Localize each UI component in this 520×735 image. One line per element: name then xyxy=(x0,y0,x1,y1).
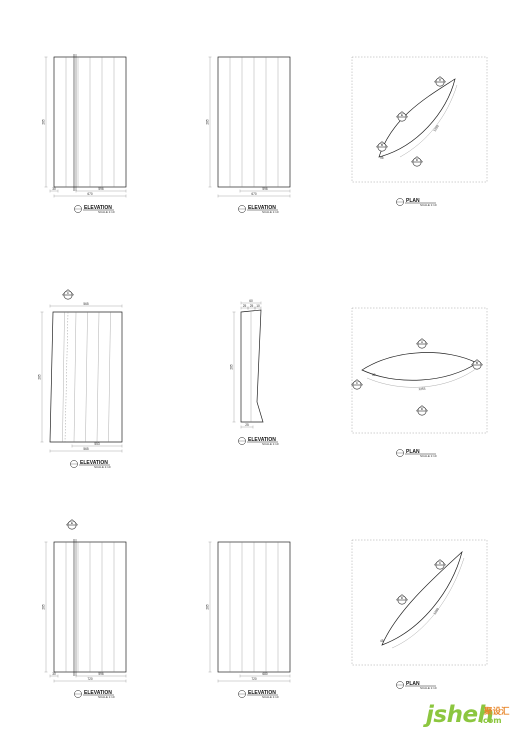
r3-elevation-a-title-block-scale: SCALE 1:10 xyxy=(98,695,115,699)
r2-section-title-block-title: ELEVATION xyxy=(248,437,276,443)
r1-elevation-a-title-block-title: ELEVATION xyxy=(84,205,112,211)
r3-elevation-b-width-dim-label: 680 xyxy=(262,672,268,676)
r2-plan-site-boundary xyxy=(351,307,488,434)
r2-elevation-a-panel-joint xyxy=(96,311,100,443)
r3-elevation-a-height-dim-label: 285 xyxy=(42,604,46,610)
r2-plan-leaf-group xyxy=(361,352,478,388)
r1-plan-ref-3-pointer xyxy=(410,155,424,163)
watermark-logo-latin: jsheh xyxy=(426,702,494,728)
r1-elevation-b-title-block-title: ELEVATION xyxy=(248,205,276,211)
r1-elevation-b-height-dim-label: 285 xyxy=(206,119,210,125)
r1-plan-title-block-title: PLAN xyxy=(406,198,420,204)
r2-elevation-a-panel-joint xyxy=(62,311,65,443)
r3-plan-site-boundary xyxy=(351,539,488,666)
r3-elevation-a-left-dim-label: 30 xyxy=(52,672,56,676)
r3-elevation-b-overall-dim-label: 720 xyxy=(251,677,257,681)
r3-plan-ref-1-label: D xyxy=(401,596,404,600)
r3-elevation-a-ref-top-pointer xyxy=(65,518,79,526)
r1-elevation-a-title-block-scale: SCALE 1:10 xyxy=(98,210,115,214)
r2-elevation-a-ref-top-pointer xyxy=(61,288,75,296)
r2-plan-ref-1-pointer xyxy=(470,358,484,366)
r3-elevation-b-height-dim-label: 285 xyxy=(206,604,210,610)
r2-plan-title-block-scale: SCALE 1:10 xyxy=(420,454,437,458)
r2-elevation-a-height-dim-label: 285 xyxy=(38,374,42,380)
r1-elevation-a-overall-dim-label: 670 xyxy=(87,192,93,196)
watermark-logo-cjk: 聚设汇 xyxy=(484,707,510,717)
r1-plan-arc-label: 1280 xyxy=(433,124,440,132)
r3-plan-ref-0-pointer xyxy=(433,558,447,566)
r3-plan-arc-label: 1280 xyxy=(433,607,440,615)
r2-section-title-block-scale: SCALE 1:10 xyxy=(262,442,279,446)
r3-plan-title-block-title: PLAN xyxy=(406,681,420,687)
r2-plan-title-block-title: PLAN xyxy=(406,449,420,455)
r1-plan-title-block-scale: SCALE 1:10 xyxy=(420,203,437,207)
r1-plan-ref-0-pointer xyxy=(433,75,447,83)
r3-plan-ref-0-label: C xyxy=(439,561,442,565)
r2-section-profile xyxy=(240,309,264,423)
r2-elevation-a-title-block-scale: SCALE 1:10 xyxy=(94,465,111,469)
r1-plan-leaf-outline xyxy=(378,78,456,158)
r3-plan-title-block-scale: SCALE 1:10 xyxy=(420,686,437,690)
r3-elevation-a-title-block-title: ELEVATION xyxy=(84,690,112,696)
r2-section-top-sub1-dim-label: 25 xyxy=(243,304,247,308)
r3-elevation-b-title-block-title: ELEVATION xyxy=(248,690,276,696)
r1-elevation-a-left-dim-label: 30 xyxy=(52,187,56,191)
r1-elevation-b-overall-dim-label: 670 xyxy=(251,192,257,196)
r2-section-height-dim-label: 285 xyxy=(230,364,234,370)
r1-plan-ref-2-pointer xyxy=(375,140,389,148)
r1-plan-ref-1-pointer xyxy=(395,110,409,118)
r2-plan-ref-0-pointer xyxy=(415,337,429,345)
r1-plan-ref-1-label: E xyxy=(401,113,403,117)
r2-elevation-a-ref-top-label: C xyxy=(67,291,70,295)
r1-plan-ref-0-label: 8 xyxy=(439,78,441,82)
r2-plan-end-label: 30 xyxy=(372,373,376,377)
r1-plan-leaf-group xyxy=(378,78,458,158)
r1-plan-ref-3-label: D xyxy=(416,158,419,162)
r2-plan-ref-0-label: A xyxy=(421,340,423,344)
r3-plan-ref-1-pointer xyxy=(395,593,409,601)
r2-section-bottom-dim-label: 25 xyxy=(245,423,249,427)
r3-plan-leaf-group xyxy=(381,550,465,649)
r3-elevation-b-title-block-scale: SCALE 1:10 xyxy=(262,695,279,699)
r3-plan-leaf-outline xyxy=(381,550,463,646)
r1-elevation-a-width-dim-label: 596 xyxy=(98,187,104,191)
r2-section-top-sub3-dim-label: 10 xyxy=(256,304,260,308)
r1-plan-ref-2-label: B xyxy=(381,143,383,147)
r2-elevation-a-overall-dim-label: 565 xyxy=(83,447,89,451)
r2-elevation-a-panel-joint xyxy=(85,311,88,443)
r1-plan-end-label: 95 xyxy=(380,156,384,160)
r2-section-top-dim-label: 60 xyxy=(249,299,253,303)
r2-plan-arc-dimension xyxy=(366,367,478,388)
r1-elevation-b-title-block-scale: SCALE 1:10 xyxy=(262,210,279,214)
r2-elevation-a-panel-joint xyxy=(108,311,111,443)
r2-plan-ref-3-label: D xyxy=(421,407,424,411)
r2-plan-leaf-outline xyxy=(361,352,478,381)
r2-elevation-a-top-dim-label: 565 xyxy=(83,302,89,306)
r3-plan-end-label: 45 xyxy=(380,639,384,643)
r3-elevation-a-overall-dim-label: 720 xyxy=(87,677,93,681)
r2-plan-arc-label: 1255 xyxy=(418,387,426,391)
r3-elevation-a-ref-top-label: E xyxy=(71,521,73,525)
r1-elevation-a-height-dim-label: 285 xyxy=(42,119,46,125)
r3-plan-arc-dimension xyxy=(391,557,465,649)
r1-plan-arc-dimension xyxy=(399,84,458,158)
r1-elevation-b-width-dim-label: 596 xyxy=(262,187,268,191)
r2-elevation-a-hidden-edge xyxy=(64,311,69,443)
r1-plan-site-boundary xyxy=(351,56,488,183)
watermark-logo-domain: .com xyxy=(480,716,502,725)
r2-section-top-sub2-dim-label: 25 xyxy=(250,304,254,308)
r2-plan-ref-1-label: B xyxy=(476,361,478,365)
r2-elevation-a-outline xyxy=(49,311,123,443)
r2-plan-ref-3-pointer xyxy=(415,404,429,412)
r2-plan-ref-2-label: C xyxy=(356,381,359,385)
r2-elevation-a-panel-joint xyxy=(73,311,77,443)
r2-plan-ref-2-pointer xyxy=(350,378,364,386)
r2-elevation-a-title-block-title: ELEVATION xyxy=(80,460,108,466)
r3-elevation-a-width-dim-label: 596 xyxy=(98,672,104,676)
r2-elevation-a-width-dim-label: 553 xyxy=(94,442,100,446)
